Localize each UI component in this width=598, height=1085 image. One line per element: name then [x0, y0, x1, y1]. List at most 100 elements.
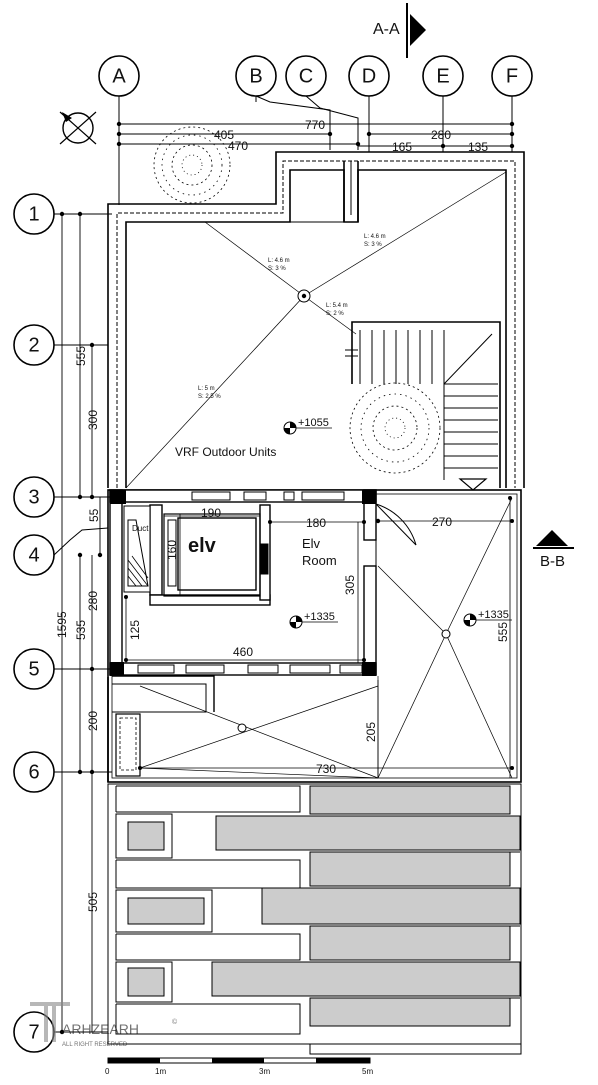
dimension-1595: 1595 [55, 611, 69, 638]
arhzearh-logo: ARHZEARH ALL RIGHT RESERVED © [30, 1002, 178, 1048]
structural-columns [110, 490, 376, 676]
facade-louver-ticks [510, 815, 520, 999]
left-dimension-ticks [59, 211, 103, 1035]
duct-shaft [123, 505, 151, 593]
svg-text:F: F [506, 65, 518, 87]
axis-bubble-5: 5 [13, 648, 55, 690]
slope-2-length: L: 4.6 m [364, 234, 386, 240]
facade-louvers [211, 785, 521, 1027]
dimension-470: 470 [228, 139, 248, 153]
axis-bubble-6: 6 [13, 751, 55, 793]
lower-left-shaft [112, 675, 215, 777]
level-roof: +1055 [298, 417, 329, 429]
watermark-reserved: ALL RIGHT RESERVED [62, 1042, 128, 1048]
stair-arrow-icon [458, 478, 488, 491]
elevator-shaft [163, 513, 269, 597]
roof-wall-outline [107, 151, 525, 488]
scale-1m: 1m [155, 1067, 166, 1076]
elv-room-label-line1: Elv [302, 536, 321, 551]
level-marker-right-icon [463, 613, 512, 627]
level-room: +1335 [304, 611, 335, 623]
top-dimension-lines [119, 123, 512, 147]
slope-1-length: L: 4.6 m [268, 258, 290, 264]
section-marker-b-b: B-B [533, 530, 574, 570]
dimension-180: 180 [306, 516, 326, 530]
left-dimension-lines [61, 214, 101, 1032]
axis-bubble-d: D [348, 55, 390, 97]
dimension-300: 300 [86, 410, 100, 430]
axis-bubble-4: 4 [13, 534, 55, 576]
svg-text:B: B [249, 65, 262, 87]
svg-text:3: 3 [28, 486, 39, 508]
slope-1-grade: S: 3 % [268, 266, 286, 272]
watermark-mark: © [172, 1018, 178, 1026]
tree-icon-top [153, 126, 231, 204]
scale-3m: 3m [259, 1067, 270, 1076]
axis-bubble-b: B [235, 55, 277, 97]
dimension-555-right: 555 [496, 622, 510, 642]
axis-bubble-e: E [422, 55, 464, 97]
axis-bubble-f: F [491, 55, 533, 97]
dimension-280-left: 280 [86, 591, 100, 611]
dimension-270: 270 [432, 515, 452, 529]
scale-bar [107, 1057, 371, 1064]
door-swing [375, 503, 417, 566]
lower-outer-walls [107, 489, 522, 783]
dimension-535: 535 [74, 620, 88, 640]
scale-0: 0 [105, 1067, 110, 1076]
dimension-135: 135 [468, 140, 488, 154]
dimension-190: 190 [201, 506, 221, 520]
dimension-165: 165 [392, 140, 412, 154]
dimension-730: 730 [316, 762, 336, 776]
column-axes [118, 95, 513, 205]
svg-text:A: A [112, 65, 126, 87]
svg-text:C: C [299, 65, 313, 87]
svg-text:1: 1 [28, 203, 39, 225]
dimension-305: 305 [343, 575, 357, 595]
section-marker-a-a: A-A [373, 3, 426, 58]
level-marker-room-icon [289, 615, 338, 629]
svg-text:4: 4 [28, 544, 39, 566]
level-right: +1335 [478, 609, 509, 621]
dimension-125: 125 [128, 620, 142, 640]
dimension-405: 405 [214, 128, 234, 142]
elv-logo: elv [188, 535, 217, 557]
svg-text:2: 2 [28, 334, 39, 356]
roof-drain-icon [297, 289, 311, 303]
level-marker-roof-icon [283, 421, 332, 435]
axis-bubble-3: 3 [13, 476, 55, 518]
north-arrow-icon [59, 111, 97, 145]
tree-icon-stair [349, 382, 441, 474]
dimension-200: 200 [86, 711, 100, 731]
axis-bubble-1: 1 [13, 193, 55, 235]
dimension-555-left: 555 [74, 346, 88, 366]
slope-2-grade: S: 3 % [364, 242, 382, 248]
svg-text:5: 5 [28, 658, 39, 680]
slope-3-grade: S: 2 % [326, 311, 344, 317]
dimension-280: 280 [431, 128, 451, 142]
dimension-460: 460 [233, 645, 253, 659]
elv-room-label-line2: Room [302, 553, 337, 568]
slope-4-grade: S: 2.5 % [198, 394, 221, 400]
axis-bubble-2: 2 [13, 324, 55, 366]
axis-bubble-a: A [98, 55, 140, 97]
svg-text:7: 7 [28, 1021, 39, 1043]
scale-5m: 5m [362, 1067, 373, 1076]
staircase [345, 321, 501, 488]
svg-text:D: D [362, 65, 376, 87]
facade-outline [107, 783, 522, 1055]
axis-bubble-c: C [285, 55, 327, 97]
svg-text:E: E [436, 65, 449, 87]
dimension-505: 505 [86, 892, 100, 912]
dimension-770: 770 [305, 118, 325, 132]
duct-label: Duct [132, 524, 149, 533]
vrf-outdoor-units-label: VRF Outdoor Units [175, 445, 276, 459]
right-drain-icon [237, 518, 451, 733]
svg-text:6: 6 [28, 761, 39, 783]
dimension-205: 205 [364, 722, 378, 742]
slope-4-length: L: 5 m [198, 386, 215, 392]
slope-3-length: L: 5.4 m [326, 303, 348, 309]
wall-openings [137, 491, 363, 674]
section-label-a-a: A-A [373, 21, 400, 38]
